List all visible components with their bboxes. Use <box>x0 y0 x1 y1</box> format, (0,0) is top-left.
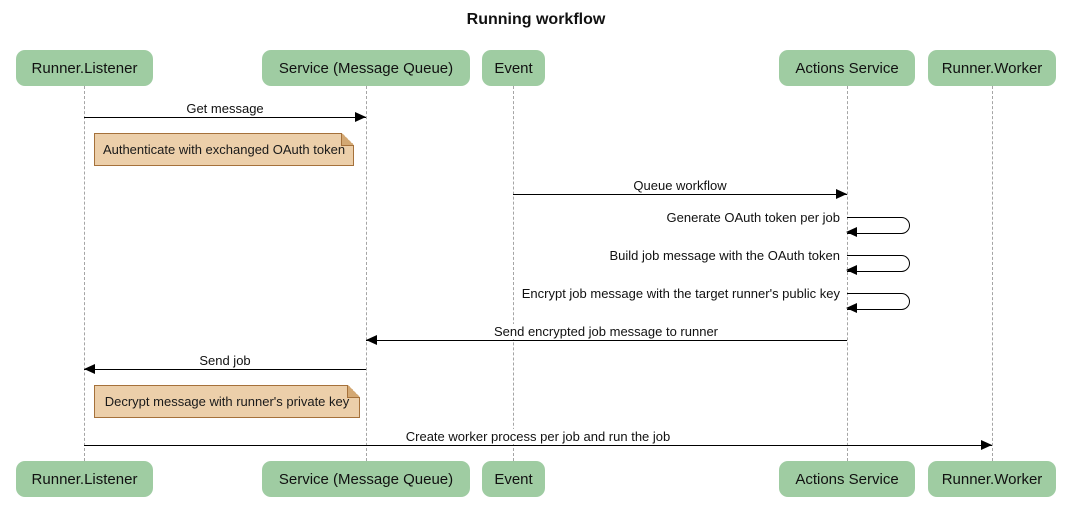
message-label-send-job: Send job <box>196 353 254 368</box>
arrowhead-left-icon <box>84 364 95 374</box>
participant-label: Event <box>494 59 533 77</box>
note-decrypt: Decrypt message with runner's private ke… <box>94 385 360 418</box>
arrowhead-left-icon <box>846 265 857 275</box>
note-authenticate: Authenticate with exchanged OAuth token <box>94 133 354 166</box>
participant-top-service-message-queue: Service (Message Queue) <box>262 50 470 86</box>
message-label-send-encrypted: Send encrypted job message to runner <box>490 324 722 339</box>
participant-label: Runner.Worker <box>941 59 1043 77</box>
note-fold-icon <box>347 385 360 398</box>
participant-label: Service (Message Queue) <box>278 470 454 488</box>
message-arrow-create-worker <box>84 445 992 446</box>
note-fold-icon <box>341 133 354 146</box>
note-text: Authenticate with exchanged OAuth token <box>102 142 346 157</box>
diagram-title: Running workflow <box>466 11 606 28</box>
participant-top-runner-listener: Runner.Listener <box>16 50 153 86</box>
participant-label: Actions Service <box>795 59 899 77</box>
arrowhead-left-icon <box>846 303 857 313</box>
participant-bottom-actions-service: Actions Service <box>779 461 915 497</box>
message-label-build-job-message: Build job message with the OAuth token <box>606 248 843 263</box>
self-loop-arrow <box>847 293 910 310</box>
message-label-encrypt-job-message: Encrypt job message with the target runn… <box>518 286 843 301</box>
message-arrow-send-encrypted <box>366 340 847 341</box>
arrowhead-left-icon <box>366 335 377 345</box>
arrowhead-left-icon <box>846 227 857 237</box>
participant-bottom-runner-worker: Runner.Worker <box>928 461 1056 497</box>
message-arrow-get-message <box>84 117 366 118</box>
self-loop-arrow <box>847 217 910 234</box>
participant-bottom-service-message-queue: Service (Message Queue) <box>262 461 470 497</box>
participant-bottom-runner-listener: Runner.Listener <box>16 461 153 497</box>
participant-label: Actions Service <box>795 470 899 488</box>
participant-top-runner-worker: Runner.Worker <box>928 50 1056 86</box>
participant-label: Runner.Listener <box>31 59 138 77</box>
message-arrow-send-job <box>84 369 366 370</box>
message-label-create-worker: Create worker process per job and run th… <box>402 429 674 444</box>
participant-label: Runner.Worker <box>941 470 1043 488</box>
lifeline-runner-worker <box>992 86 993 461</box>
arrowhead-right-icon <box>355 112 366 122</box>
lifeline-event <box>513 86 514 461</box>
note-text: Decrypt message with runner's private ke… <box>104 394 350 409</box>
lifeline-service-message-queue <box>366 86 367 461</box>
message-label-queue-workflow: Queue workflow <box>630 178 730 193</box>
message-label-get-message: Get message <box>183 101 267 116</box>
arrowhead-right-icon <box>836 189 847 199</box>
participant-top-actions-service: Actions Service <box>779 50 915 86</box>
lifeline-runner-listener <box>84 86 85 461</box>
self-loop-arrow <box>847 255 910 272</box>
participant-bottom-event: Event <box>482 461 545 497</box>
participant-label: Service (Message Queue) <box>278 59 454 77</box>
message-arrow-queue-workflow <box>513 194 847 195</box>
message-label-generate-oauth-token: Generate OAuth token per job <box>663 210 843 225</box>
participant-label: Runner.Listener <box>31 470 138 488</box>
arrowhead-right-icon <box>981 440 992 450</box>
participant-label: Event <box>494 470 533 488</box>
participant-top-event: Event <box>482 50 545 86</box>
